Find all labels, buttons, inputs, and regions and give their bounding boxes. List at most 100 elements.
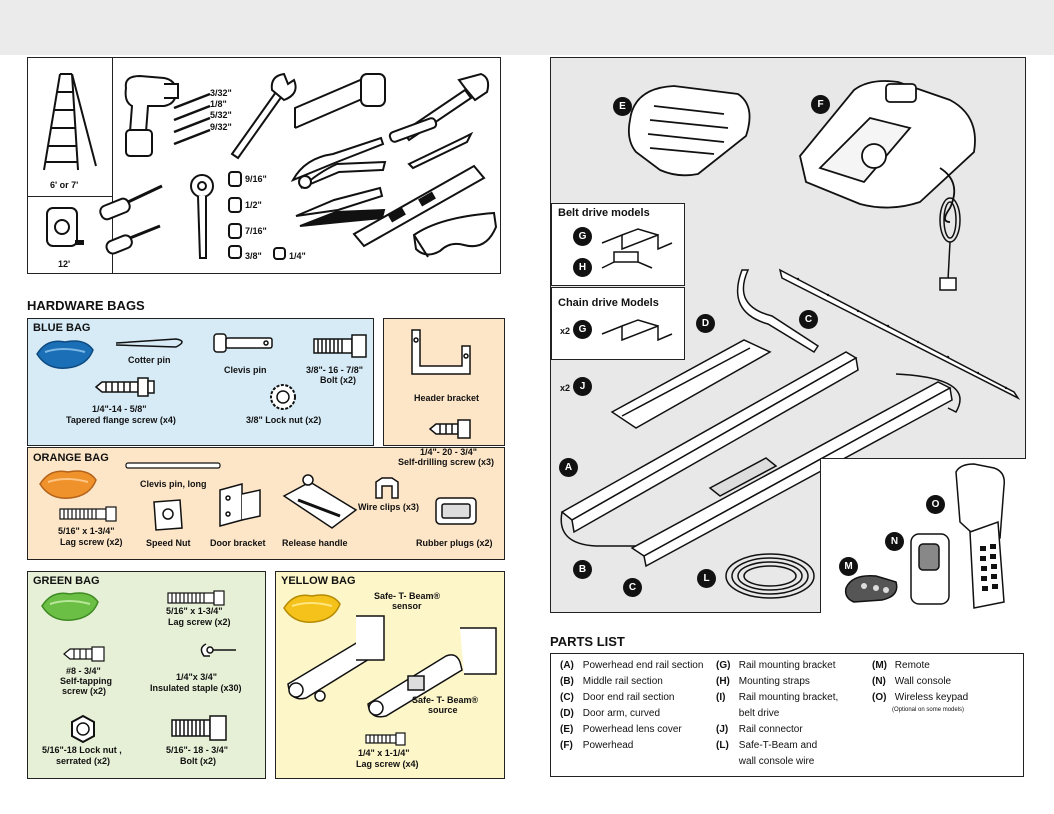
blue-lock-nut-label: 3/8" Lock nut (x2) [246, 415, 322, 425]
clevis-pin-long-label: Clevis pin, long [140, 479, 207, 489]
socket-wrench-icon [190, 174, 214, 259]
green-bolt-icon [171, 715, 227, 741]
green-bolt-qty: Bolt (x2) [180, 756, 216, 766]
door-bracket-label: Door bracket [210, 538, 266, 548]
green-lag-screw-icon [167, 590, 225, 606]
speed-nut-label: Speed Nut [146, 538, 191, 548]
badge-j: J [573, 377, 592, 396]
parts-row-d: (D) Door arm, curved [560, 708, 661, 719]
badge-g-belt: G [573, 227, 592, 246]
drill-screw-size: 1/4"- 20 - 3/4" [420, 447, 478, 457]
parts-row-f: (F) Powerhead [560, 740, 634, 751]
socket-size-4: 1/4" [289, 251, 306, 261]
release-handle-icon [282, 474, 358, 529]
badge-e: E [613, 97, 632, 116]
sensor-name: Safe- T- Beam® [374, 591, 441, 601]
powerhead-lens-cover-icon [627, 85, 751, 177]
badge-c: C [623, 578, 642, 597]
parts-list-box [550, 653, 1024, 777]
parts-row-n: (N) Wall console [872, 676, 952, 687]
header-bracket-label: Header bracket [414, 393, 480, 403]
mounting-strap-icon [778, 268, 1021, 400]
parts-row-g: (G) Rail mounting bracket [716, 660, 836, 671]
badge-l: L [697, 569, 716, 588]
badge-o: O [926, 495, 945, 514]
blue-bolt-qty: Bolt (x2) [320, 375, 356, 385]
rail-connector-icon [610, 339, 772, 429]
self-drilling-screw-icon [428, 419, 471, 439]
flange-screw-qty: Tapered flange screw (x4) [66, 415, 176, 425]
chain-bracket-g-icon [601, 319, 673, 342]
chain-x2-label: x2 [560, 326, 571, 336]
flange-screw-size: 1/4"-14 - 5/8" [92, 404, 147, 414]
rubber-plug-icon [435, 497, 477, 525]
powerhead-cord-icon [939, 197, 961, 291]
bit-size-2: 5/32" [210, 110, 232, 120]
orange-lag-size: 5/16" x 1-3/4" [58, 526, 115, 536]
socket-icon [228, 171, 242, 259]
orange-bag-title: ORANGE BAG [33, 452, 109, 464]
green-lag-size: 5/16" x 1-3/4" [166, 606, 223, 616]
drill-screw-qty: Self-drilling screw (x3) [398, 457, 495, 467]
chain-drive-title: Chain drive Models [558, 297, 659, 309]
lag-screw-icon [59, 506, 117, 522]
door-arm-icon [737, 269, 820, 354]
badge-a: A [559, 458, 578, 477]
door-bracket-icon [219, 483, 261, 527]
serrated-lock-nut-icon [71, 714, 95, 744]
wire-coil-icon [725, 553, 815, 599]
parts-row-c: (C) Door end rail section [560, 692, 675, 703]
sensor-label: sensor [392, 601, 422, 611]
badge-i: H [573, 258, 592, 277]
wall-console-icon [910, 533, 950, 605]
badge-f: F [811, 95, 830, 114]
chain-drive-box [551, 287, 685, 360]
badge-n: N [885, 532, 904, 551]
bit-size-3: 9/32" [210, 122, 232, 132]
speed-nut-icon [153, 499, 183, 531]
parts-row-i: (I) Rail mounting bracket, [716, 692, 839, 703]
socket-size-1: 1/2" [245, 200, 262, 210]
cotter-pin-icon [115, 338, 183, 348]
source-name: Safe- T- Beam® [412, 695, 479, 705]
bit-size-1: 1/8" [210, 99, 227, 109]
lock-nut-icon [270, 384, 296, 410]
badge-d: D [696, 314, 715, 333]
badge-m: M [839, 557, 858, 576]
parts-row-o: (O) Wireless keypad [872, 692, 969, 703]
rubber-plugs-label: Rubber plugs (x2) [416, 538, 493, 548]
header-bracket-icon [411, 329, 471, 375]
rail-bracket-g-icon [601, 228, 673, 251]
tapping-size: #8 - 3/4" [66, 666, 101, 676]
hacksaw-icon [294, 73, 386, 129]
safety-glasses-icon [412, 211, 498, 258]
tape-size-label: 12' [58, 259, 71, 269]
socket-size-3: 3/8" [245, 251, 262, 261]
wire-clips-label: Wire clips (x3) [358, 502, 419, 512]
flange-screw-icon [94, 377, 155, 397]
safety-sensor-icon [287, 615, 385, 702]
rail-assembly-icon [560, 351, 961, 568]
hardware-bags-title: HARDWARE BAGS [27, 298, 145, 313]
self-tapping-screw-icon [63, 646, 105, 662]
parts-row-b: (B) Middle rail section [560, 676, 663, 687]
chisel-icon [388, 117, 438, 143]
badge-g-chain: G [573, 320, 592, 339]
socket-size-0: 9/16" [245, 174, 267, 184]
orange-bag-icon [39, 470, 97, 499]
pencil-icon [407, 131, 474, 170]
green-lock-nut-size: 5/16"-18 Lock nut , [42, 745, 122, 755]
tape-measure-icon [46, 207, 84, 247]
yellow-lag-size: 1/4" x 1-1/4" [358, 748, 410, 758]
parts-row-m: (M) Remote [872, 660, 930, 671]
pliers-icon [290, 136, 387, 189]
parts-list-title: PARTS LIST [550, 634, 625, 649]
tapping-type: Self-tapping [60, 676, 112, 686]
tapping-qty: screw (x2) [62, 686, 107, 696]
yellow-lag-screw-icon [365, 732, 406, 746]
green-lock-nut-qty: serrated (x2) [56, 756, 111, 766]
yellow-bag-icon [283, 594, 341, 623]
parts-row-h: (H) Mounting straps [716, 676, 810, 687]
safety-source-icon [367, 627, 497, 718]
orange-lag-qty: Lag screw (x2) [60, 537, 123, 547]
